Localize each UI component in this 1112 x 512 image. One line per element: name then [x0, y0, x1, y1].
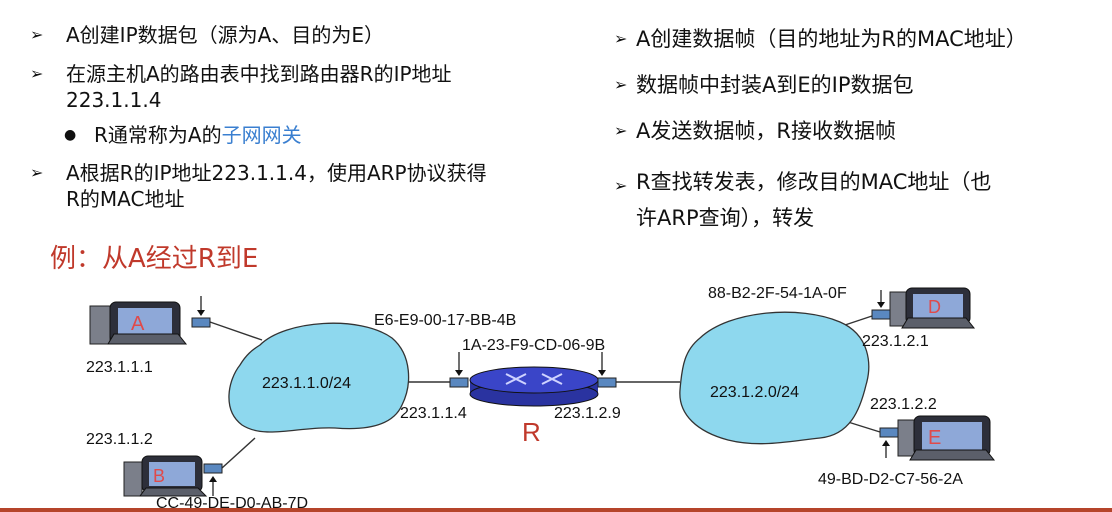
right-bullet-2-text: 数据帧中封装A到E的IP数据包 [636, 73, 914, 97]
host-e [879, 415, 996, 461]
host-d-label: D [928, 297, 941, 317]
router [469, 366, 599, 407]
bullet-marker: ➢ [614, 29, 628, 48]
host-a [89, 296, 211, 345]
right-bullet-4: ➢ R查找转发表，修改目的MAC地址（也 许ARP查询），转发 [614, 164, 1104, 236]
link-d [859, 315, 873, 321]
sub-bullet-marker: ● [64, 127, 77, 143]
host-b-ip: 223.1.1.2 [86, 431, 153, 448]
router-label: R [522, 417, 541, 447]
host-e-ip: 223.1.2.2 [870, 396, 937, 413]
router-right-interface [597, 377, 617, 388]
link-a [209, 321, 263, 341]
bullet-marker: ➢ [614, 121, 628, 140]
link-e [847, 421, 881, 433]
host-a-ip: 223.1.1.1 [86, 359, 153, 376]
host-d-mac: 88-B2-2F-54-1A-0F [708, 285, 847, 302]
link-b [221, 437, 256, 469]
right-bullet-2: ➢ 数据帧中封装A到E的IP数据包 [614, 72, 1104, 98]
right-bullet-1: ➢ A创建数据帧（目的地址为R的MAC地址） [614, 26, 1104, 52]
bullet-marker: ➢ [30, 64, 44, 83]
host-b-label: B [153, 466, 165, 486]
host-e-mac: 49-BD-D2-C7-56-2A [818, 471, 963, 488]
right-bullet-3-text: A发送数据帧，R接收数据帧 [636, 119, 896, 143]
bullet-marker: ➢ [614, 75, 628, 94]
host-b [123, 455, 223, 497]
router-right-mac: 1A-23-F9-CD-06-9B [462, 337, 605, 354]
left-bullet-1: ➢ A创建IP数据包（源为A、目的为E） [30, 22, 590, 48]
subnet-left: 223.1.1.0/24 [262, 375, 351, 392]
bullet-marker: ➢ [30, 25, 44, 44]
router-left-interface [449, 377, 469, 388]
cloud-left [228, 322, 410, 433]
router-right-ip: 223.1.2.9 [554, 405, 621, 422]
host-d [871, 287, 976, 329]
right-bullet-4-line2: 许ARP查询），转发 [636, 206, 815, 230]
host-a-label: A [131, 313, 145, 335]
left-bullet-3-line1: A根据R的IP地址223.1.1.4，使用ARP协议获得 [66, 161, 487, 185]
example-title: 例：从A经过R到E [50, 244, 259, 274]
router-left-ip: 223.1.1.4 [400, 405, 467, 422]
bullet-marker: ➢ [614, 176, 628, 195]
subnet-right: 223.1.2.0/24 [710, 384, 799, 401]
host-e-label: E [928, 427, 941, 449]
right-bullet-4-line1: R查找转发表，修改目的MAC地址（也 [636, 170, 992, 194]
left-sub-bullet: ● R通常称为A的子网网关 [58, 122, 578, 148]
bottom-rule [0, 508, 1112, 512]
right-bullet-1-text: A创建数据帧（目的地址为R的MAC地址） [636, 27, 1027, 51]
left-bullet-2-line1: 在源主机A的路由表中找到路由器R的IP地址 [66, 62, 452, 86]
host-b-mac: CC-49-DE-D0-AB-7D [156, 495, 308, 512]
left-bullet-2-line2: 223.1.1.4 [66, 88, 162, 112]
sub-bullet-prefix: R通常称为A的 [94, 123, 222, 147]
router-left-mac: E6-E9-00-17-BB-4B [374, 312, 516, 329]
host-d-ip: 223.1.2.1 [862, 333, 929, 350]
cloud-right [679, 311, 870, 445]
left-bullet-1-text: A创建IP数据包（源为A、目的为E） [66, 23, 384, 47]
bullet-marker: ➢ [30, 163, 44, 182]
right-bullet-3: ➢ A发送数据帧，R接收数据帧 [614, 118, 1104, 144]
sub-bullet-highlight: 子网网关 [221, 123, 302, 147]
left-bullet-2: ➢ 在源主机A的路由表中找到路由器R的IP地址 223.1.1.4 [30, 61, 590, 113]
left-bullet-3-line2: R的MAC地址 [66, 187, 185, 211]
left-bullet-3: ➢ A根据R的IP地址223.1.1.4，使用ARP协议获得 R的MAC地址 [30, 160, 610, 212]
